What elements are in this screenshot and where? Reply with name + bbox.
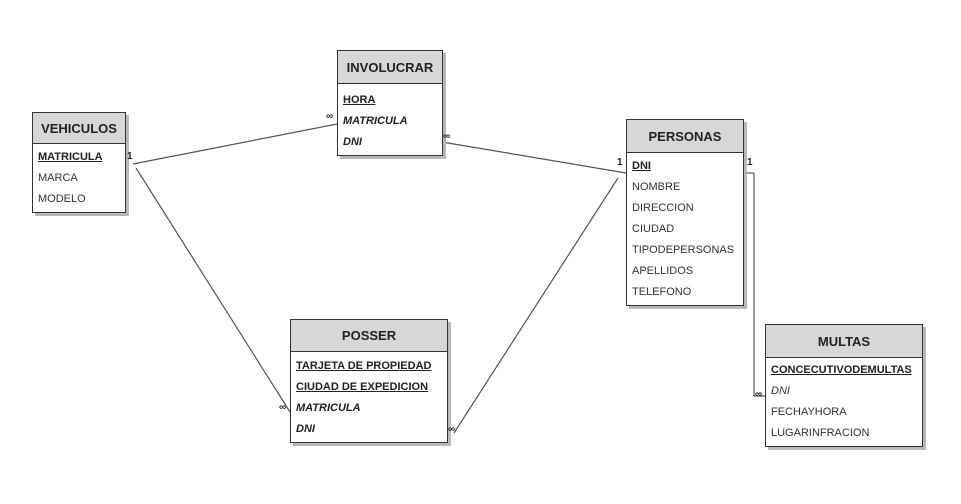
cardinality-many-multas: ∞ [755, 389, 763, 400]
attribute-ciudad-de-expedicion: CIUDAD DE EXPEDICION [296, 381, 429, 393]
line-involucrar-personas [441, 141, 627, 174]
attribute-fechayhora: FECHAYHORA [771, 406, 847, 418]
attribute-marca: MARCA [38, 172, 78, 184]
line-personas-posser [453, 177, 619, 434]
entity-personas[interactable]: PERSONAS DNI NOMBRE DIRECCION CIUDAD TIP… [626, 119, 744, 306]
attribute-tipodepersonas: TIPODEPERSONAS [632, 244, 735, 256]
attribute-list: DNI NOMBRE DIRECCION CIUDAD TIPODEPERSON… [627, 153, 743, 305]
entity-title: POSSER [291, 320, 447, 352]
attribute-dni: DNI [771, 385, 790, 397]
attribute-lugarinfracion: LUGARINFRACION [771, 427, 870, 439]
cardinality-one-personas-left: 1 [617, 157, 623, 168]
cardinality-many-involucrar-right: ∞ [443, 131, 451, 142]
attribute-telefono: TELEFONO [632, 286, 692, 298]
cardinality-many-involucrar-left: ∞ [326, 111, 334, 122]
attribute-dni: DNI [632, 160, 651, 172]
attribute-modelo: MODELO [38, 193, 86, 205]
attribute-matricula: MATRICULA [38, 151, 103, 163]
line-vehiculos-posser [135, 167, 291, 413]
entity-vehiculos[interactable]: VEHICULOS MATRICULA MARCA MODELO [32, 112, 126, 213]
attribute-ciudad: CIUDAD [632, 223, 675, 235]
entity-title: MULTAS [766, 325, 922, 358]
attribute-dni: DNI [343, 136, 362, 148]
attribute-tarjeta-de-propiedad: TARJETA DE PROPIEDAD [296, 360, 432, 372]
entity-multas[interactable]: MULTAS CONCECUTIVODEMULTAS DNI FECHAYHOR… [765, 324, 923, 447]
cardinality-one-vehiculos: 1 [127, 151, 133, 162]
entity-posser[interactable]: POSSER TARJETA DE PROPIEDAD CIUDAD DE EX… [290, 319, 448, 443]
attribute-dni: DNI [296, 423, 315, 435]
cardinality-one-personas-right: 1 [747, 157, 753, 168]
attribute-list: MATRICULA MARCA MODELO [33, 144, 125, 212]
attribute-list: CONCECUTIVODEMULTAS DNI FECHAYHORA LUGAR… [766, 358, 922, 446]
entity-title: INVOLUCRAR [338, 51, 442, 84]
line-vehiculos-involucrar [132, 123, 338, 165]
attribute-nombre: NOMBRE [632, 181, 681, 193]
attribute-matricula: MATRICULA [343, 115, 408, 127]
entity-title: VEHICULOS [33, 113, 125, 144]
entity-involucrar[interactable]: INVOLUCRAR HORA MATRICULA DNI [337, 50, 443, 156]
attribute-list: TARJETA DE PROPIEDAD CIUDAD DE EXPEDICIO… [291, 352, 447, 442]
cardinality-many-posser-right: ∞ [448, 424, 456, 435]
attribute-hora: HORA [343, 94, 376, 106]
cardinality-many-posser-left: ∞ [279, 402, 287, 413]
attribute-matricula: MATRICULA [296, 402, 361, 414]
attribute-apellidos: APELLIDOS [632, 265, 694, 277]
attribute-concecutivodemultas: CONCECUTIVODEMULTAS [771, 364, 912, 376]
attribute-direccion: DIRECCION [632, 202, 694, 214]
entity-title: PERSONAS [627, 120, 743, 153]
attribute-list: HORA MATRICULA DNI [338, 84, 442, 155]
